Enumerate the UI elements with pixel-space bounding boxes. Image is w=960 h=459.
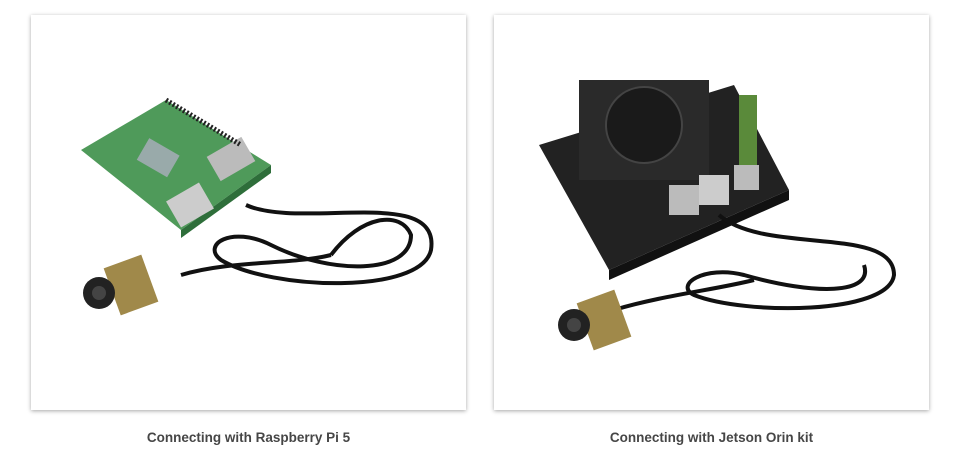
raspberry-pi-camera-photo: [81, 97, 434, 316]
caption-jetson-orin-kit: Connecting with Jetson Orin kit: [609, 430, 814, 445]
jetson-orin-camera-photo: [539, 80, 897, 351]
usb-cable: [180, 203, 434, 286]
camera-module: [558, 289, 632, 351]
product-image-raspberry-pi-5[interactable]: [31, 15, 466, 410]
product-image-jetson-orin[interactable]: [494, 15, 929, 410]
jetson-orin-board: [539, 80, 789, 280]
raspberry-pi-board: [81, 97, 271, 238]
usb-cable: [613, 213, 897, 312]
camera-module: [83, 254, 159, 316]
caption-raspberry-pi-5: Connecting with Raspberry Pi 5: [146, 430, 351, 445]
